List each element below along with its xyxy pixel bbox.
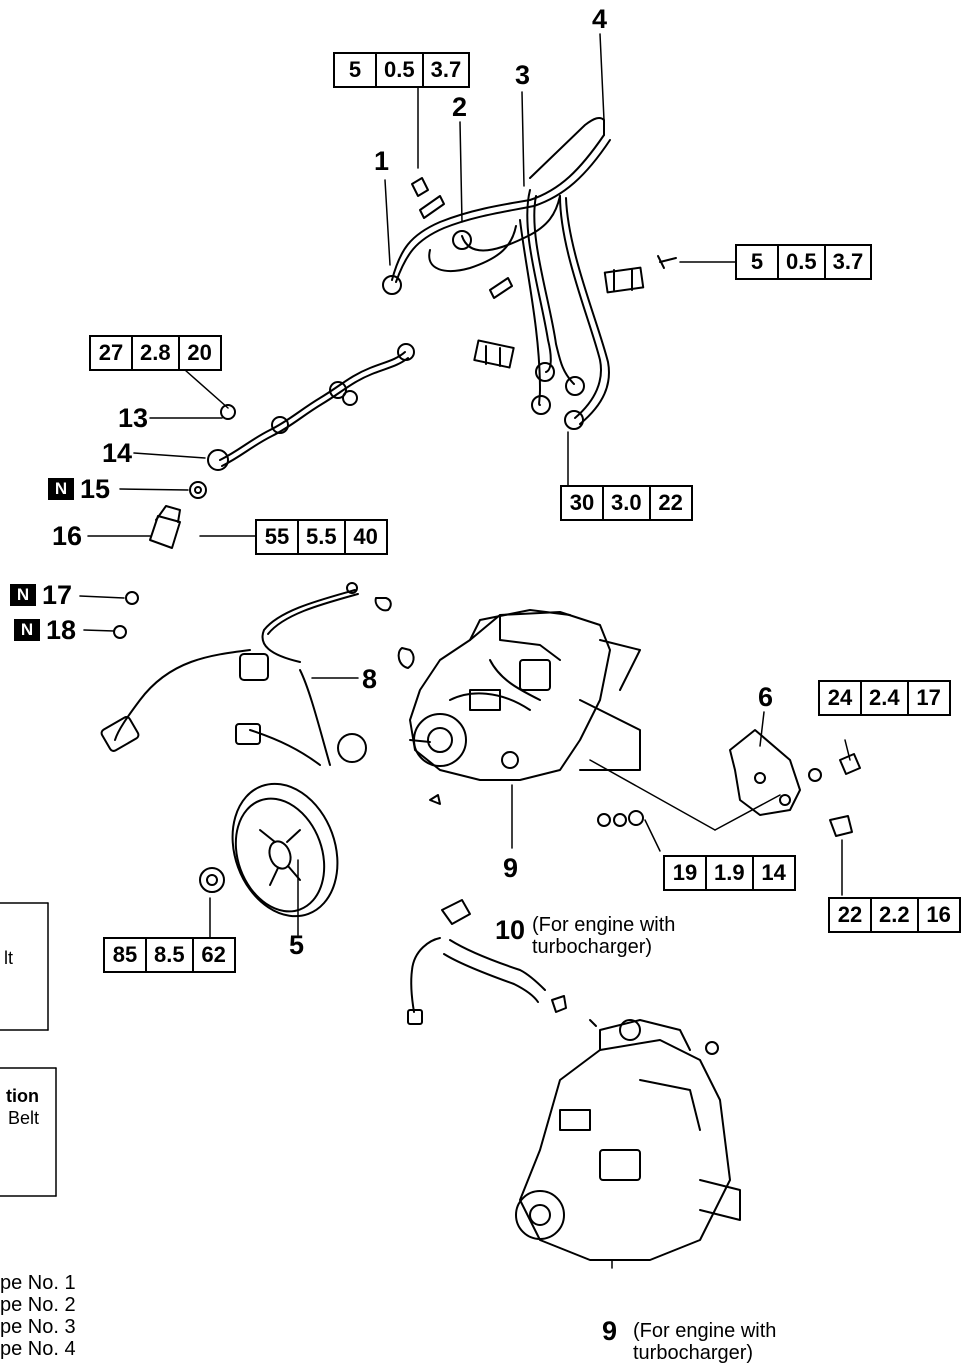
callout-5: 5 <box>289 930 305 960</box>
callout-10: 10 <box>495 915 526 945</box>
new-part-mark-18: N <box>14 619 40 641</box>
turbo-note-line1: (For engine with <box>532 914 676 936</box>
torque-spec-right: 5 0.5 3.7 <box>735 244 873 280</box>
callout-4: 4 <box>592 4 608 34</box>
injection-pump <box>409 609 641 805</box>
timing-pulley <box>199 782 339 918</box>
legend-pipe-3: pe No. 3 <box>0 1316 76 1338</box>
torque-kgfm: 1.9 <box>707 857 754 889</box>
torque-ftlbf: 16 <box>926 902 951 927</box>
cropped-box-2-text: Belt <box>8 1108 40 1128</box>
torque-ftlbf: 3.7 <box>832 249 864 274</box>
torque-ftlbf: 3.7 <box>430 57 462 82</box>
callout-13: 13 <box>118 403 149 433</box>
callout-14: 14 <box>102 438 133 468</box>
callout-15: 15 <box>80 474 111 504</box>
torque-ftlbf: 14 <box>761 860 786 885</box>
torque-nm: 24 <box>820 682 862 714</box>
torque-ftlbf: 17 <box>916 685 941 710</box>
injection-pump-turbo <box>515 1019 741 1261</box>
turbo-hose <box>407 899 567 1025</box>
torque-ftlbf: 62 <box>201 942 226 967</box>
turbo-note-9: (For engine with turbocharger) <box>633 1320 776 1364</box>
torque-kgfm: 2.2 <box>872 899 919 931</box>
callout-6: 6 <box>758 682 774 712</box>
torque-spec-27: 27 2.8 20 <box>89 335 222 371</box>
callout-9: 9 <box>503 853 519 883</box>
torque-nm: 30 <box>562 487 604 519</box>
torque-spec-30: 30 3.0 22 <box>560 485 693 521</box>
legend-pipe-2: pe No. 2 <box>0 1294 76 1316</box>
legend-pipe-1: pe No. 1 <box>0 1272 76 1294</box>
callout-9-turbo: 9 <box>602 1316 618 1346</box>
callout-16: 16 <box>52 521 83 551</box>
new-part-mark-17: N <box>10 584 36 606</box>
callout-2: 2 <box>452 92 468 122</box>
torque-spec-19: 19 1.9 14 <box>663 855 796 891</box>
callout-17: 17 <box>42 580 73 610</box>
cropped-box-1-text: lt <box>4 948 13 968</box>
pump-bracket <box>597 729 861 837</box>
turbo-note-10: (For engine with turbocharger) <box>532 914 675 958</box>
torque-kgfm: 8.5 <box>147 939 194 971</box>
cropped-box-2-title: tion <box>6 1086 39 1106</box>
wire-harness <box>100 582 415 766</box>
torque-nm: 5 <box>335 54 377 86</box>
torque-ftlbf: 22 <box>658 490 683 515</box>
torque-ftlbf: 40 <box>353 524 378 549</box>
turbo-note-line1: (For engine with <box>633 1320 777 1342</box>
torque-kgfm: 0.5 <box>779 246 826 278</box>
torque-ftlbf: 20 <box>187 340 212 365</box>
legend-pipe-4: pe No. 4 <box>0 1338 76 1360</box>
injection-pipes <box>391 116 611 425</box>
callout-18: 18 <box>46 615 77 645</box>
fuel-return-pipe <box>189 343 415 499</box>
torque-kgfm: 0.5 <box>377 54 424 86</box>
pipe-fittings <box>382 230 585 430</box>
callout-8: 8 <box>362 664 378 694</box>
torque-nm: 55 <box>257 521 299 553</box>
torque-spec-22: 22 2.2 16 <box>828 897 961 933</box>
turbo-note-line2: turbocharger) <box>633 1342 754 1364</box>
torque-nm: 85 <box>105 939 147 971</box>
turbo-note-line2: turbocharger) <box>532 936 653 958</box>
callout-3: 3 <box>515 60 531 90</box>
torque-kgfm: 2.8 <box>133 337 180 369</box>
torque-kgfm: 5.5 <box>299 521 346 553</box>
torque-spec-85: 85 8.5 62 <box>103 937 236 973</box>
new-part-mark-15: N <box>48 478 74 500</box>
sensor-part <box>113 505 181 639</box>
torque-spec-55: 55 5.5 40 <box>255 519 388 555</box>
pipe-clamps <box>411 177 677 369</box>
torque-spec-24: 24 2.4 17 <box>818 680 951 716</box>
torque-spec-top: 5 0.5 3.7 <box>333 52 471 88</box>
torque-nm: 27 <box>91 337 133 369</box>
leader-lines <box>79 33 851 1269</box>
torque-nm: 5 <box>737 246 779 278</box>
torque-kgfm: 2.4 <box>862 682 909 714</box>
torque-nm: 22 <box>830 899 872 931</box>
torque-kgfm: 3.0 <box>604 487 651 519</box>
torque-nm: 19 <box>665 857 707 889</box>
callout-1: 1 <box>374 146 390 176</box>
